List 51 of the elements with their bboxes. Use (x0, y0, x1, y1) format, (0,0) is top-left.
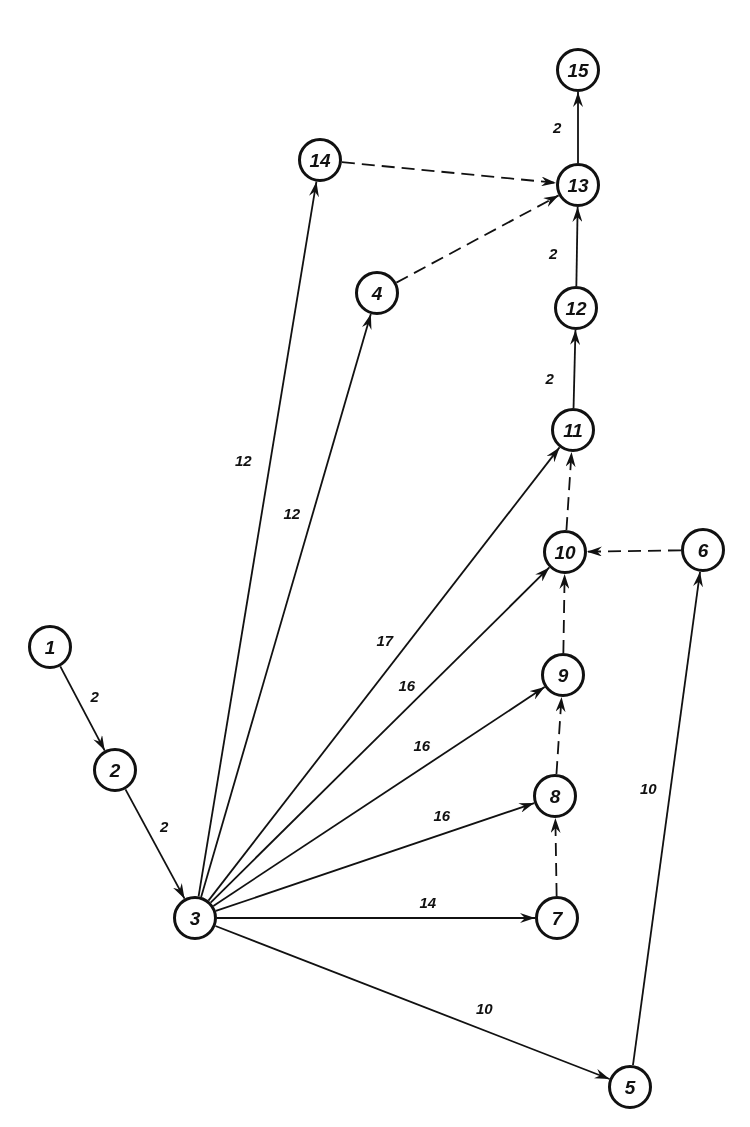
dashed-arrow (341, 161, 557, 187)
event-number: 3 (189, 908, 201, 928)
arrow (216, 913, 536, 923)
event-circle (355, 271, 399, 315)
event-circle (543, 530, 587, 574)
event-circle (551, 408, 595, 452)
event-number: 6 (697, 540, 709, 560)
event-circle (608, 1065, 652, 1109)
event-circle (173, 896, 217, 940)
arrow (573, 91, 583, 164)
event-number: 5 (624, 1077, 636, 1097)
dashed-arrow (559, 573, 570, 654)
arrow (59, 665, 106, 752)
event-number: 2 (109, 760, 121, 780)
event-number: 10 (554, 542, 576, 562)
arrow (200, 313, 372, 898)
dashed-arrow (565, 451, 576, 531)
dashed-arrow (586, 546, 682, 557)
event-number: 14 (309, 150, 331, 170)
arrow (632, 570, 703, 1067)
event-circle (556, 48, 600, 92)
event-circle (28, 625, 72, 669)
arrow (212, 686, 546, 907)
arrow (124, 788, 186, 900)
event-number: 12 (565, 298, 587, 318)
arrow (214, 925, 611, 1080)
event-circle (554, 286, 598, 330)
dashed-arrow (555, 696, 566, 775)
event-circle (681, 528, 725, 572)
event-number: 4 (371, 283, 383, 303)
event-number: 13 (567, 175, 589, 195)
event-circle (533, 774, 577, 818)
event-circle (93, 748, 137, 792)
event-number: 9 (557, 665, 569, 685)
arrow (197, 180, 319, 898)
event-number: 15 (567, 60, 589, 80)
event-circle (535, 896, 579, 940)
arrow (572, 206, 583, 287)
event-circle (298, 138, 342, 182)
arrow (207, 446, 561, 902)
arrow (209, 566, 551, 904)
dashed-arrow (550, 817, 561, 897)
event-circle (556, 163, 600, 207)
event-number: 11 (563, 420, 583, 440)
event-number: 1 (44, 637, 56, 657)
dashed-arrow (395, 194, 560, 284)
event-number: 8 (549, 786, 561, 806)
arrow (214, 802, 536, 912)
arrow (570, 329, 581, 409)
event-number: 7 (551, 908, 563, 928)
event-circle (541, 653, 585, 697)
